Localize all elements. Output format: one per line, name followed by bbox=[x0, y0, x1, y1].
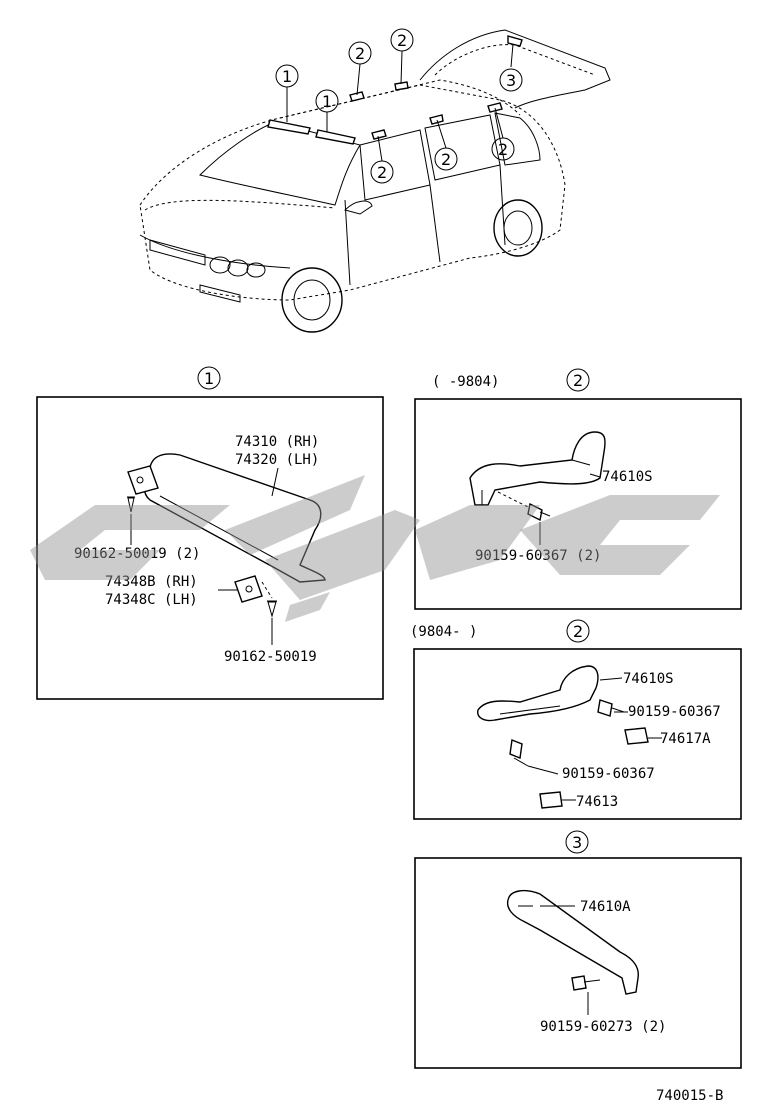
section-three-back-grip: 3 74610A 90159-60273 (2) bbox=[414, 830, 742, 1069]
holder-lh-label: 74348C (LH) bbox=[105, 592, 198, 608]
section-two-late-period: (9804- ) bbox=[410, 624, 477, 640]
cover-74617a bbox=[624, 727, 649, 745]
callout-2c: 2 bbox=[377, 163, 387, 182]
sun-visor bbox=[143, 453, 326, 583]
cover-74613 bbox=[539, 791, 563, 809]
callout-1b: 1 bbox=[322, 92, 332, 111]
section-three-box bbox=[414, 857, 742, 1069]
vehicle-overview bbox=[139, 29, 611, 333]
section-three-callout: 3 bbox=[572, 833, 582, 852]
overview-callouts: 1 1 2 2 2 2 2 3 bbox=[275, 28, 523, 184]
watermark-logo bbox=[30, 475, 720, 622]
section-two-late-grip: (9804- ) 2 74610S 90159-60367 74617A 901… bbox=[410, 619, 742, 820]
section-two-early-callout: 2 bbox=[573, 371, 583, 390]
assist-grip-late bbox=[477, 665, 599, 722]
visor-holder bbox=[234, 575, 263, 603]
screw-bottom-label: 90162-50019 bbox=[224, 649, 317, 665]
visor-rh-label: 74310 (RH) bbox=[235, 434, 319, 450]
grip-early-label: 74610S bbox=[602, 469, 653, 485]
section-one-callout: 1 bbox=[204, 369, 214, 388]
assist-grip-back bbox=[506, 889, 639, 995]
callout-2b: 2 bbox=[397, 31, 407, 50]
section-two-early-period: ( -9804) bbox=[432, 374, 499, 390]
callout-2d: 2 bbox=[441, 150, 451, 169]
screw-late-b-label: 90159-60367 bbox=[562, 766, 655, 782]
screw-top-label: 90162-50019 (2) bbox=[74, 546, 200, 562]
section-two-late-callout: 2 bbox=[573, 622, 583, 641]
callout-3a: 3 bbox=[506, 71, 516, 90]
section-two-early-box bbox=[414, 398, 742, 610]
holder-rh-label: 74348B (RH) bbox=[105, 574, 198, 590]
visor-lh-label: 74320 (LH) bbox=[235, 452, 319, 468]
screw-late-a-label: 90159-60367 bbox=[628, 704, 721, 720]
callout-2a: 2 bbox=[355, 44, 365, 63]
screw-early-label: 90159-60367 (2) bbox=[475, 548, 601, 564]
callout-2e: 2 bbox=[498, 140, 508, 159]
figure-code: 740015-B bbox=[656, 1088, 723, 1104]
screw-back-label: 90159-60273 (2) bbox=[540, 1019, 666, 1035]
section-two-early-grip: ( -9804) 2 74610S 90159-60367 (2) bbox=[414, 368, 742, 610]
section-two-late-box bbox=[413, 648, 742, 820]
grip-late-label: 74610S bbox=[623, 671, 674, 687]
cover-b-label: 74613 bbox=[576, 794, 618, 810]
section-one-sun-visor: 1 74310 (RH) 74320 (LH) 90162-50019 (2) … bbox=[36, 366, 384, 700]
callout-1a: 1 bbox=[282, 67, 292, 86]
section-one-box bbox=[36, 396, 384, 700]
grip-back-label: 74610A bbox=[580, 899, 631, 915]
cover-a-label: 74617A bbox=[660, 731, 711, 747]
assist-grip-early bbox=[469, 431, 606, 506]
